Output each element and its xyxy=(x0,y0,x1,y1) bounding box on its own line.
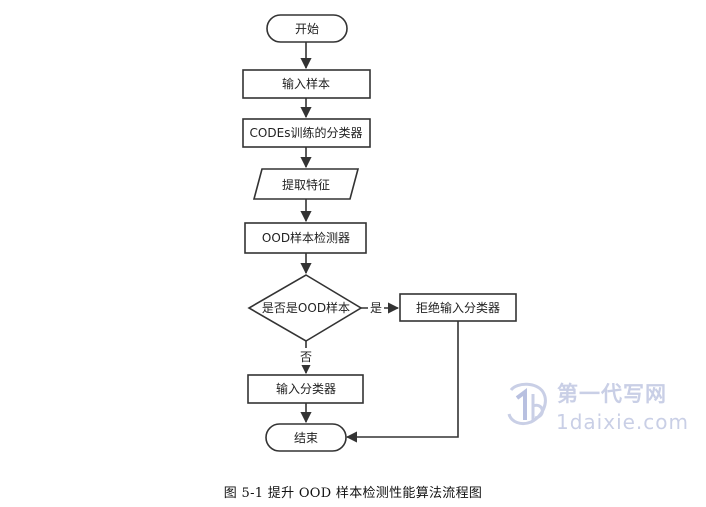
node-start: 开始 xyxy=(266,14,348,43)
node-input-classifier: 输入分类器 xyxy=(247,374,364,404)
node-reject-label: 拒绝输入分类器 xyxy=(416,300,500,315)
figure-caption: 图 5-1 提升 OOD 样本检测性能算法流程图 xyxy=(223,486,483,501)
edge-label-yes: 是 xyxy=(370,301,382,315)
node-input-classifier-label: 输入分类器 xyxy=(276,381,336,396)
edge-label-no: 否 xyxy=(300,350,312,364)
node-input-sample-label: 输入样本 xyxy=(282,76,330,91)
watermark-url: 1daixie.com xyxy=(556,410,690,434)
node-decision: 是否是OOD样本 xyxy=(247,274,363,342)
node-codes-classifier-label: CODEs训练的分类器 xyxy=(250,125,363,140)
node-extract-features-label: 提取特征 xyxy=(282,177,330,192)
yes-label-bg xyxy=(368,298,384,316)
node-ood-detector: OOD样本检测器 xyxy=(244,222,367,254)
node-reject: 拒绝输入分类器 xyxy=(399,293,517,322)
edge-reject-to-end xyxy=(345,321,459,443)
node-ood-detector-label: OOD样本检测器 xyxy=(262,230,350,245)
watermark-name: 第一代写网 xyxy=(557,382,667,406)
node-decision-label: 是否是OOD样本 xyxy=(262,300,350,315)
1d-logo-icon xyxy=(507,382,547,426)
node-extract-features: 提取特征 xyxy=(252,168,360,200)
no-label-bg xyxy=(298,348,314,365)
flowchart: 是 否 开始 输入样本 CODEs训练的分类器 提取特征 OOD样本检测器 是否… xyxy=(242,14,517,452)
node-start-label: 开始 xyxy=(295,22,319,36)
node-end: 结束 xyxy=(265,423,347,452)
node-end-label: 结束 xyxy=(294,431,318,445)
node-input-sample: 输入样本 xyxy=(242,69,371,99)
node-codes-classifier: CODEs训练的分类器 xyxy=(242,118,371,148)
